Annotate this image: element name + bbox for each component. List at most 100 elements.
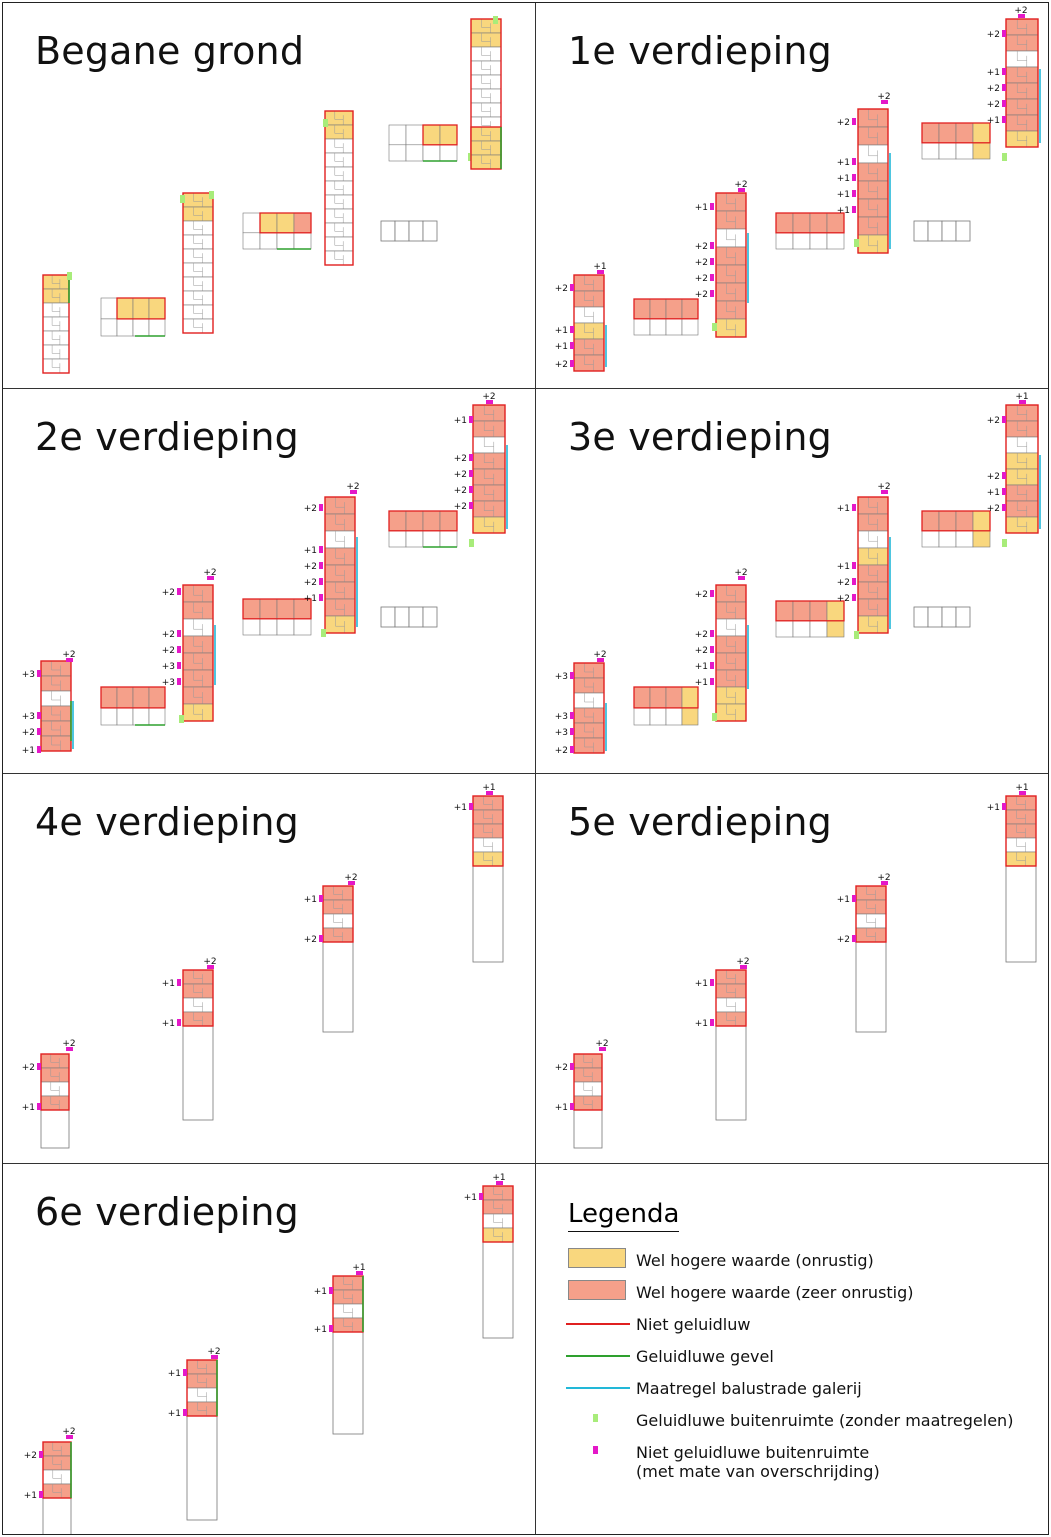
unit-detail — [1016, 99, 1028, 115]
unit-detail — [483, 453, 495, 469]
unit-detail — [1016, 35, 1028, 51]
unit-detail — [193, 636, 203, 653]
legend-label: Geluidluwe gevel — [636, 1347, 774, 1366]
unit-plain — [100, 297, 118, 320]
unit-plain — [182, 997, 214, 1013]
unit-detail — [50, 1068, 60, 1082]
unit-zeer-onrustig — [332, 1275, 364, 1291]
unit-detail — [50, 1054, 60, 1068]
niet-geluidluwe-buitenruimte-dot — [66, 1435, 73, 1439]
unit-lower — [439, 530, 458, 548]
niet-geluidluwe-buitenruimte-dot — [597, 658, 604, 662]
niet-geluidluwe-buitenruimte-dot — [37, 1063, 41, 1070]
empty-unit-outline — [422, 220, 438, 242]
niet-geluidluwe-buitenruimte-dot — [570, 342, 574, 349]
unit-zeer-onrustig — [40, 735, 72, 752]
legend-label: Wel hogere waarde (onrustig) — [636, 1251, 874, 1270]
unit-detail — [335, 616, 345, 633]
unit-colored — [132, 686, 150, 709]
unit-detail — [51, 359, 61, 373]
unit-zeer-onrustig — [324, 564, 356, 583]
niet-geluidluwe-buitenruimte-dot — [469, 486, 473, 493]
unit-plain — [42, 358, 70, 374]
floor-plan — [42, 16, 502, 374]
building-outline — [186, 1415, 218, 1521]
unit-zeer-onrustig — [472, 404, 506, 422]
unit-lower — [955, 530, 974, 548]
geluidluwe-buitenruimte-dot — [712, 713, 717, 721]
unit-onrustig — [1005, 468, 1039, 486]
unit-plain — [42, 344, 70, 360]
panel-3e-verdieping: 3e verdieping +2+1+2+2+1+1+2+2+2+2+1+2+2… — [536, 389, 1048, 773]
unit-zeer-onrustig — [472, 420, 506, 438]
unit-detail — [726, 619, 736, 636]
exceedance-label: +1 — [168, 1409, 181, 1419]
unit-colored — [681, 686, 699, 709]
exceedance-label: +1 — [454, 416, 467, 426]
exceedance-label: +3 — [162, 678, 175, 688]
facade-niet-geluidluw — [40, 1053, 70, 1111]
niet-geluidluwe-buitenruimte-dot — [469, 416, 473, 423]
unit-plain — [324, 222, 354, 238]
niet-geluidluwe-buitenruimte-dot — [177, 630, 181, 637]
unit-detail — [584, 307, 594, 323]
panel-divider — [3, 388, 1048, 389]
niet-geluidluwe-buitenruimte-dot — [1018, 14, 1025, 18]
niet-geluidluwe-buitenruimte-dot — [177, 662, 181, 669]
exceedance-label: +1 — [555, 1103, 568, 1113]
exceedance-label: +2 — [736, 957, 749, 967]
unit-detail — [50, 1096, 60, 1110]
exceedance-label: +1 — [987, 116, 1000, 126]
unit-detail — [868, 531, 878, 548]
niet-geluidluwe-buitenruimte-dot — [1002, 488, 1006, 495]
exceedance-label: +3 — [555, 672, 568, 682]
unit-detail — [483, 852, 493, 866]
legend-item-geluidluwe-gevel: Geluidluwe gevel — [566, 1344, 1048, 1376]
unit-detail — [335, 531, 345, 548]
building-block — [388, 510, 458, 548]
unit-lower — [148, 318, 166, 337]
unit-zeer-onrustig — [855, 885, 887, 901]
unit-onrustig — [573, 322, 605, 340]
niet-geluidluwe-buitenruimte-dot — [207, 965, 214, 969]
unit-lower — [938, 530, 957, 548]
unit-onrustig — [182, 192, 214, 208]
unit-zeer-onrustig — [40, 720, 72, 737]
legend-item-zeer-onrustig: Wel hogere waarde (zeer onrustig) — [566, 1280, 1048, 1312]
niet-geluidluwe-buitenruimte-dot — [710, 274, 714, 281]
building-block — [321, 496, 358, 637]
unit-zeer-onrustig — [1005, 82, 1039, 100]
unit-zeer-onrustig — [182, 983, 214, 999]
exceedance-label: +1 — [304, 594, 317, 604]
unit-zeer-onrustig — [573, 354, 605, 372]
niet-geluidluwe-buitenruimte-dot — [852, 594, 856, 601]
facade-niet-geluidluw — [182, 584, 214, 722]
unit-zeer-onrustig — [324, 513, 356, 532]
unit-zeer-onrustig — [857, 126, 889, 146]
unit-detail — [493, 1200, 503, 1214]
unit-lower — [633, 318, 651, 336]
unit-colored — [405, 510, 424, 532]
unit-detail — [193, 998, 203, 1012]
unit-colored — [955, 122, 974, 144]
unit-onrustig — [324, 110, 354, 126]
exceedance-label: +3 — [22, 712, 35, 722]
exceedance-label: +2 — [203, 568, 216, 578]
unit-plain — [470, 74, 502, 90]
exceedance-label: +2 — [877, 873, 890, 883]
unit-zeer-onrustig — [42, 1441, 72, 1457]
unit-detail — [343, 1318, 353, 1332]
unit-colored — [775, 600, 794, 622]
unit-onrustig — [857, 234, 889, 254]
unit-detail — [868, 217, 878, 235]
unit-lower — [388, 144, 407, 162]
unit-lower — [809, 620, 828, 638]
unit-zeer-onrustig — [1005, 114, 1039, 132]
exceedance-label: +1 — [555, 326, 568, 336]
exceedance-label: +2 — [734, 180, 747, 190]
unit-onrustig — [715, 318, 747, 338]
magenta-dot-icon — [593, 1446, 598, 1454]
building-block — [712, 584, 749, 722]
exceedance-label: +1 — [987, 488, 1000, 498]
unit-plain — [470, 60, 502, 76]
